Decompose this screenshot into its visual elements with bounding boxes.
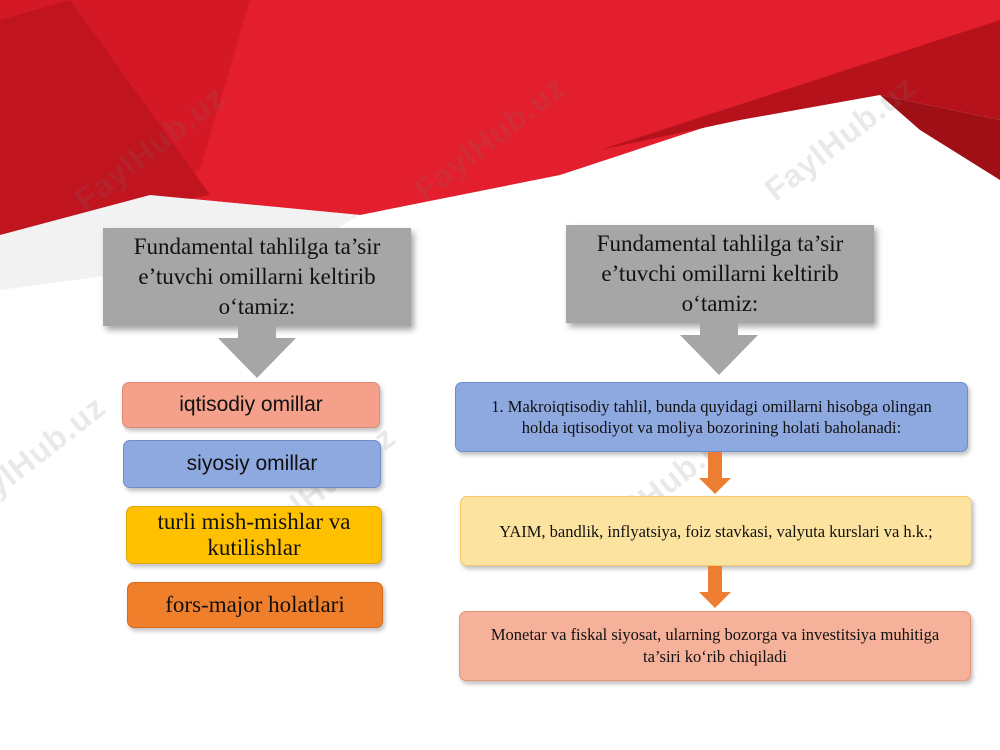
step-label: Monetar va fiskal siyosat, ularning bozo… [490, 625, 940, 666]
down-arrow-icon [699, 566, 731, 608]
right-header-box: Fundamental tahlilga ta’sir e’tuvchi omi… [566, 225, 874, 323]
factor-rumors: turli mish-mishlar va kutilishlar [126, 506, 382, 564]
step-label: 1. Makroiqtisodiy tahlil, bunda quyidagi… [491, 397, 932, 437]
down-arrow-icon [680, 323, 758, 375]
factor-political: siyosiy omillar [123, 440, 381, 488]
step-policy: Monetar va fiskal siyosat, ularning bozo… [459, 611, 971, 681]
factor-economic: iqtisodiy omillar [122, 382, 380, 428]
step-macro-analysis: 1. Makroiqtisodiy tahlil, bunda quyidagi… [455, 382, 968, 452]
factor-label: turli mish-mishlar va kutilishlar [157, 509, 351, 560]
step-label: YAIM, bandlik, inflyatsiya, foiz stavkas… [499, 521, 933, 541]
factor-label: fors-major holatlari [165, 592, 345, 617]
left-header-box: Fundamental tahlilga ta’sir e’tuvchi omi… [103, 228, 411, 326]
down-arrow-icon [699, 452, 731, 494]
factor-force-majeure: fors-major holatlari [127, 582, 383, 628]
factor-label: siyosiy omillar [186, 452, 318, 475]
down-arrow-icon [218, 326, 296, 378]
factor-label: iqtisodiy omillar [179, 393, 323, 416]
right-header-text: Fundamental tahlilga ta’sir e’tuvchi omi… [596, 231, 844, 316]
step-indicators: YAIM, bandlik, inflyatsiya, foiz stavkas… [460, 496, 972, 566]
left-header-text: Fundamental tahlilga ta’sir e’tuvchi omi… [133, 234, 381, 319]
